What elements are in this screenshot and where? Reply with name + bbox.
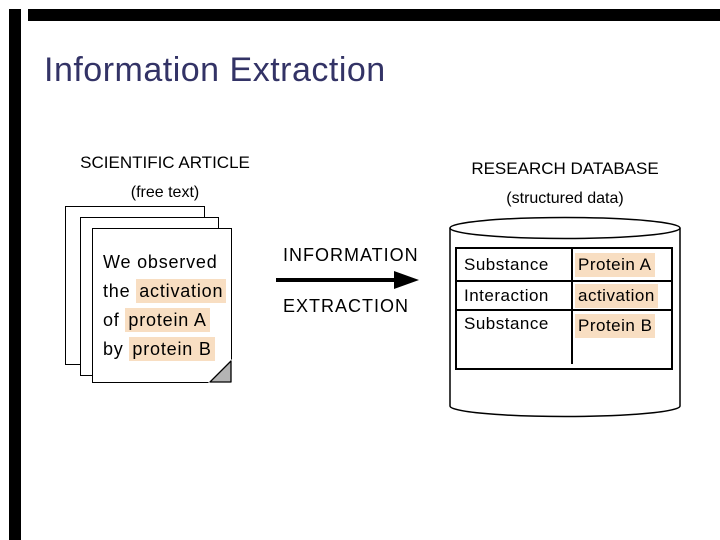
highlighted-term: activation — [575, 283, 658, 308]
database-subheading: (structured data) — [506, 190, 624, 207]
database-heading: RESEARCH DATABASE — [471, 159, 659, 178]
frame-left-bar — [9, 9, 21, 540]
process-label-top: INFORMATION — [283, 245, 419, 265]
folded-corner-icon — [208, 359, 232, 383]
highlighted-term: protein B — [129, 337, 215, 361]
table-row: Substance Protein A — [457, 249, 671, 282]
article-heading: SCIENTIFIC ARTICLE — [80, 153, 250, 172]
right-arrow-icon — [276, 271, 419, 289]
article-line: We observed — [103, 252, 218, 272]
article-line: the activation — [103, 277, 227, 306]
highlighted-term: activation — [136, 279, 227, 303]
article-heading-group: SCIENTIFIC ARTICLE (free text) — [55, 152, 275, 204]
table-cell-value: Protein B — [573, 311, 671, 364]
slide-title: Information Extraction — [44, 51, 386, 89]
table-cell-field: Substance — [457, 249, 573, 280]
process-label-bottom: EXTRACTION — [283, 296, 410, 316]
highlighted-term: Protein B — [575, 314, 656, 338]
database-heading-group: RESEARCH DATABASE (structured data) — [445, 158, 685, 210]
table-row: Substance Protein B — [457, 311, 671, 364]
highlighted-term: protein A — [125, 308, 210, 332]
article-text: We observed the activation of protein A … — [103, 248, 227, 364]
table-cell-value: activation — [573, 282, 671, 309]
table-row: Interaction activation — [457, 282, 671, 311]
database-table: Substance Protein A Interaction activati… — [455, 247, 673, 370]
article-line: of protein A — [103, 306, 226, 335]
frame-top-bar — [28, 9, 720, 21]
article-subheading: (free text) — [130, 184, 200, 201]
table-cell-field: Interaction — [457, 282, 573, 309]
page-front: We observed the activation of protein A … — [92, 228, 232, 383]
highlighted-term: Protein A — [575, 252, 655, 277]
table-cell-value: Protein A — [573, 249, 671, 280]
table-cell-field: Substance — [457, 311, 573, 364]
article-line: by protein B — [103, 335, 226, 364]
